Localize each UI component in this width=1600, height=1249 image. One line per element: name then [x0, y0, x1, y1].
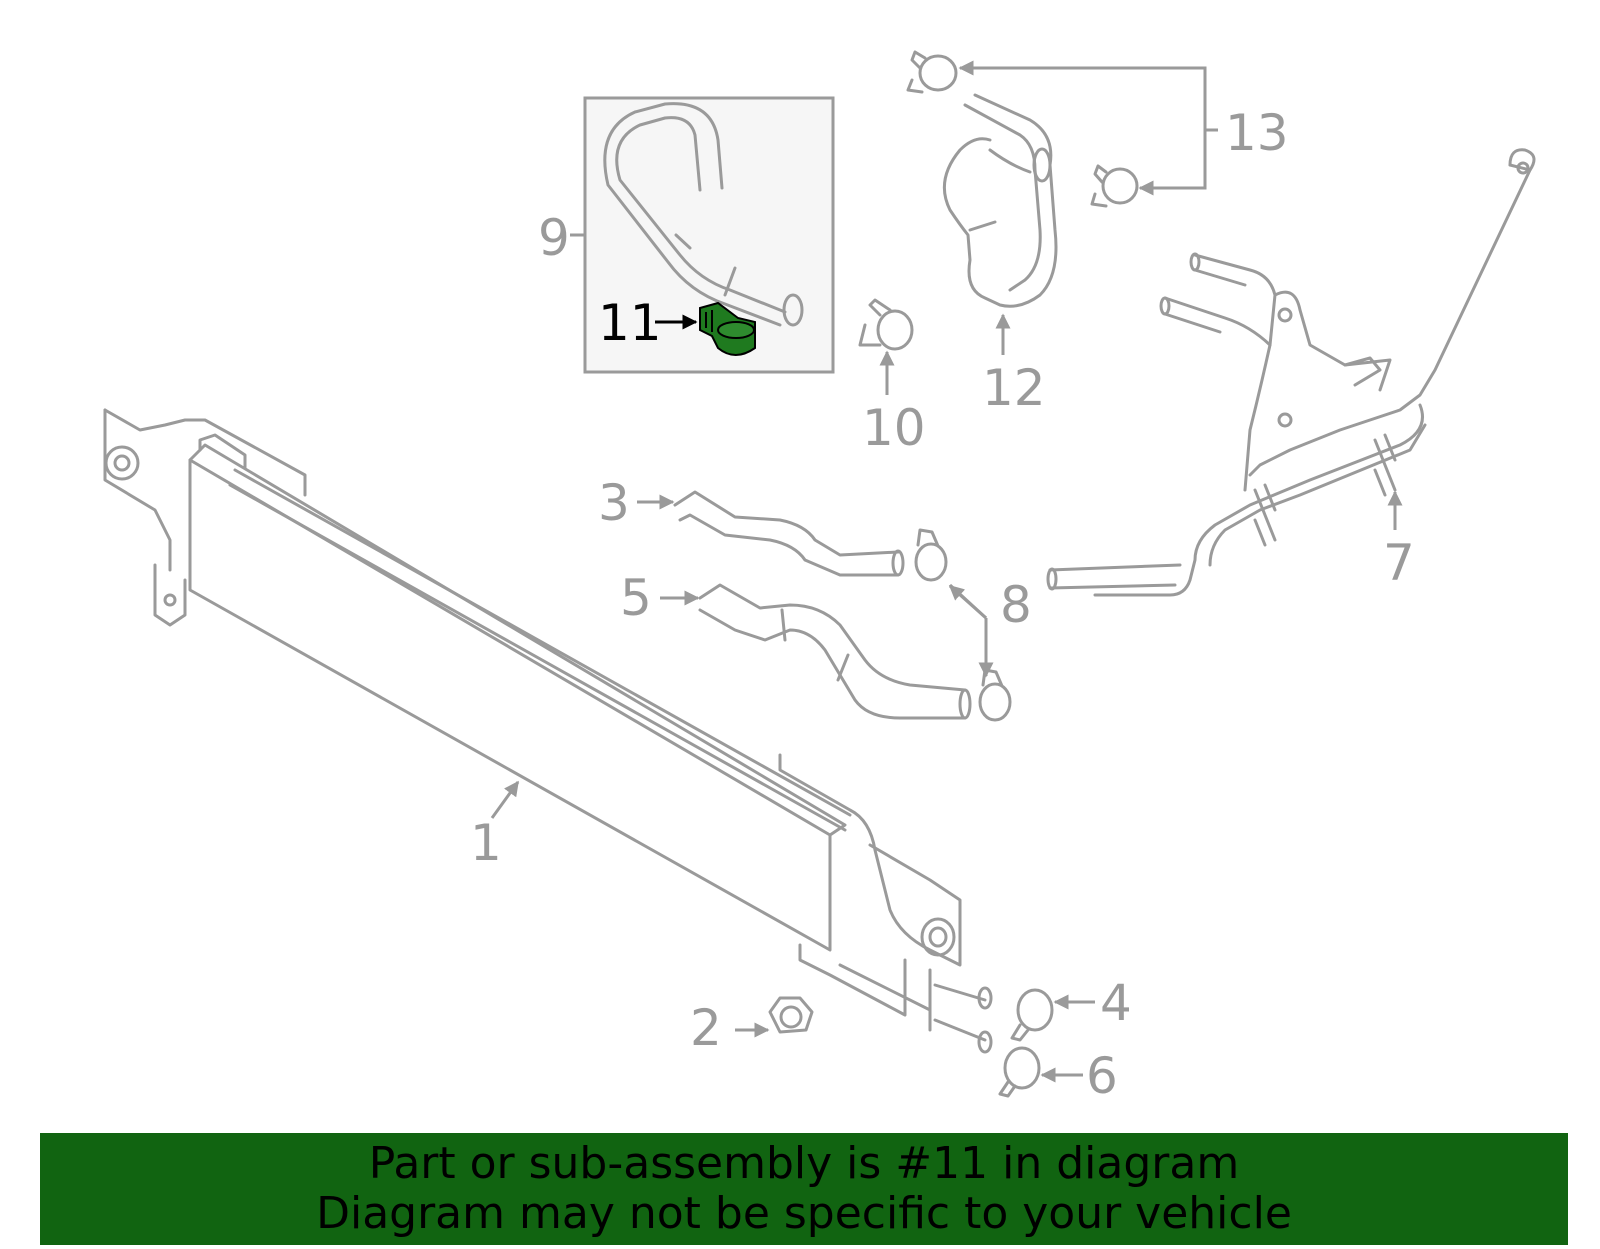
- clamp-10: [858, 298, 914, 351]
- callout-4: 4: [1100, 974, 1132, 1032]
- leader-lines: [490, 60, 1403, 1083]
- callout-10: 10: [862, 399, 926, 457]
- clamp-8-upper: [914, 528, 948, 582]
- clamp-6: [998, 1046, 1041, 1098]
- callout-7: 7: [1383, 534, 1415, 592]
- parts-diagram: 1 2 3 4 5 6 7 8 9 10 11 12 13: [103, 50, 1536, 1105]
- hose-12: [942, 93, 1058, 308]
- callout-3: 3: [598, 474, 630, 532]
- info-banner: Part or sub-assembly is #11 in diagram D…: [40, 1133, 1568, 1245]
- banner-line-1: Part or sub-assembly is #11 in diagram: [368, 1138, 1240, 1189]
- pipe-bracket-assembly: [1046, 148, 1536, 597]
- callout-1: 1: [470, 814, 502, 872]
- banner-line-2: Diagram may not be specific to your vehi…: [316, 1188, 1292, 1239]
- callout-12: 12: [982, 359, 1046, 417]
- hose-clamp-11-highlighted: [699, 301, 756, 356]
- callout-5: 5: [620, 569, 652, 627]
- callout-11: 11: [598, 294, 662, 352]
- hose-assembly-inset: [583, 96, 835, 374]
- callout-9: 9: [538, 209, 570, 267]
- clamp-13-lower: [1090, 164, 1139, 208]
- nut: [768, 996, 814, 1034]
- callout-2: 2: [690, 999, 722, 1057]
- callout-6: 6: [1086, 1047, 1118, 1105]
- clamp-13-upper: [906, 50, 958, 94]
- callout-8: 8: [1000, 576, 1032, 634]
- clamp-4: [1010, 988, 1054, 1042]
- oil-cooler: [103, 408, 993, 1054]
- hose-5: [698, 583, 972, 720]
- hose-3: [673, 490, 905, 577]
- callout-13: 13: [1225, 104, 1289, 162]
- clamp-8-lower: [978, 668, 1012, 722]
